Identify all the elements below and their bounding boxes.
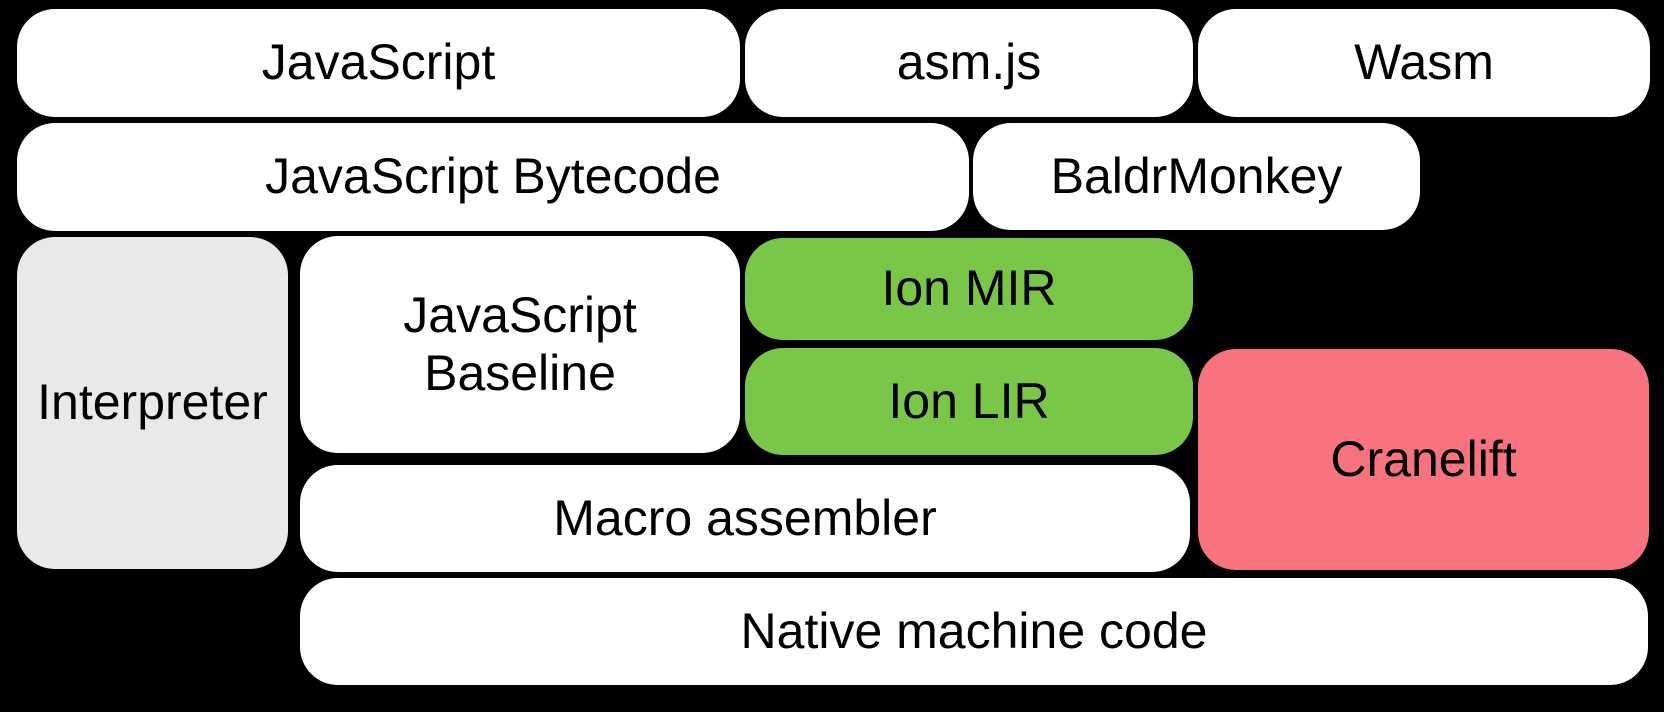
box-interpreter: Interpreter: [17, 237, 288, 569]
box-javascript-baseline: JavaScript Baseline: [300, 236, 740, 453]
box-ion-lir-label: Ion LIR: [888, 372, 1050, 429]
box-interpreter-label: Interpreter: [37, 374, 268, 431]
box-baldrmonkey: BaldrMonkey: [973, 123, 1420, 230]
box-javascript: JavaScript: [17, 9, 740, 117]
box-macro-assembler-label: Macro assembler: [553, 489, 937, 546]
box-ion-mir: Ion MIR: [745, 238, 1193, 340]
box-native-machine-code-label: Native machine code: [740, 602, 1208, 659]
box-asm-js: asm.js: [745, 9, 1193, 117]
box-asm-js-label: asm.js: [896, 34, 1042, 91]
box-ion-mir-label: Ion MIR: [881, 260, 1057, 317]
box-javascript-bytecode-label: JavaScript Bytecode: [265, 148, 721, 205]
box-baldrmonkey-label: BaldrMonkey: [1050, 147, 1343, 204]
box-javascript-bytecode: JavaScript Bytecode: [17, 123, 969, 231]
box-javascript-label: JavaScript: [261, 34, 496, 91]
box-ion-lir: Ion LIR: [745, 348, 1193, 455]
box-macro-assembler: Macro assembler: [300, 465, 1190, 572]
box-cranelift: Cranelift: [1198, 349, 1649, 570]
box-native-machine-code: Native machine code: [300, 578, 1648, 685]
box-wasm: Wasm: [1198, 9, 1650, 117]
box-wasm-label: Wasm: [1354, 34, 1494, 91]
box-javascript-baseline-label: JavaScript Baseline: [403, 287, 637, 401]
box-cranelift-label: Cranelift: [1330, 430, 1517, 487]
